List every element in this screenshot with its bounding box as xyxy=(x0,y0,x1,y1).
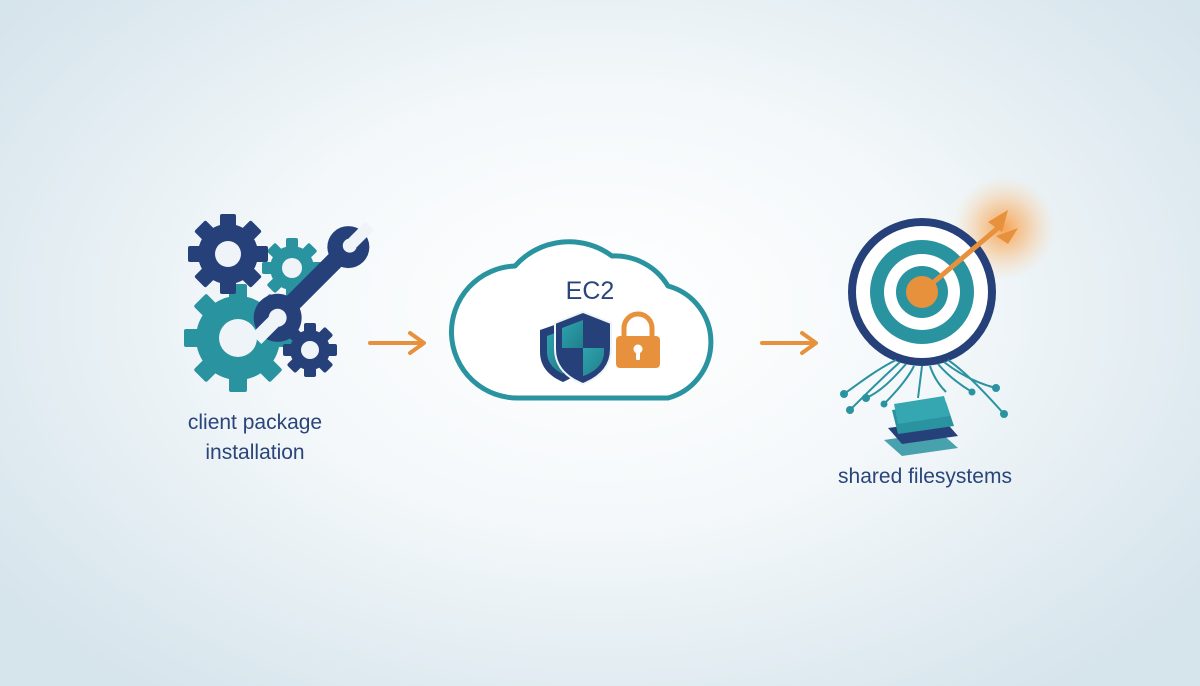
navy-gear-icon xyxy=(188,214,268,294)
wrench-icon xyxy=(251,221,374,344)
arrow-right-icon xyxy=(368,331,426,355)
client-label-line2: installation xyxy=(205,441,305,464)
client-label-line1: client package xyxy=(187,411,323,434)
large-gear-icon xyxy=(184,284,292,392)
arrow-icon xyxy=(919,210,1018,295)
shield-icon xyxy=(554,310,612,386)
network-nodes-icon xyxy=(840,384,1008,418)
arrow-right-icon xyxy=(760,331,818,355)
padlock-icon xyxy=(616,311,660,368)
gears-wrench-icon xyxy=(184,214,374,392)
stacked-layers-icon xyxy=(884,396,958,456)
shared-filesystems-label: shared filesystems xyxy=(838,465,1012,488)
ec2-label: EC2 xyxy=(565,277,615,305)
client-package-installation-label: client package installation xyxy=(150,408,360,468)
network-lines-icon xyxy=(843,359,1005,415)
